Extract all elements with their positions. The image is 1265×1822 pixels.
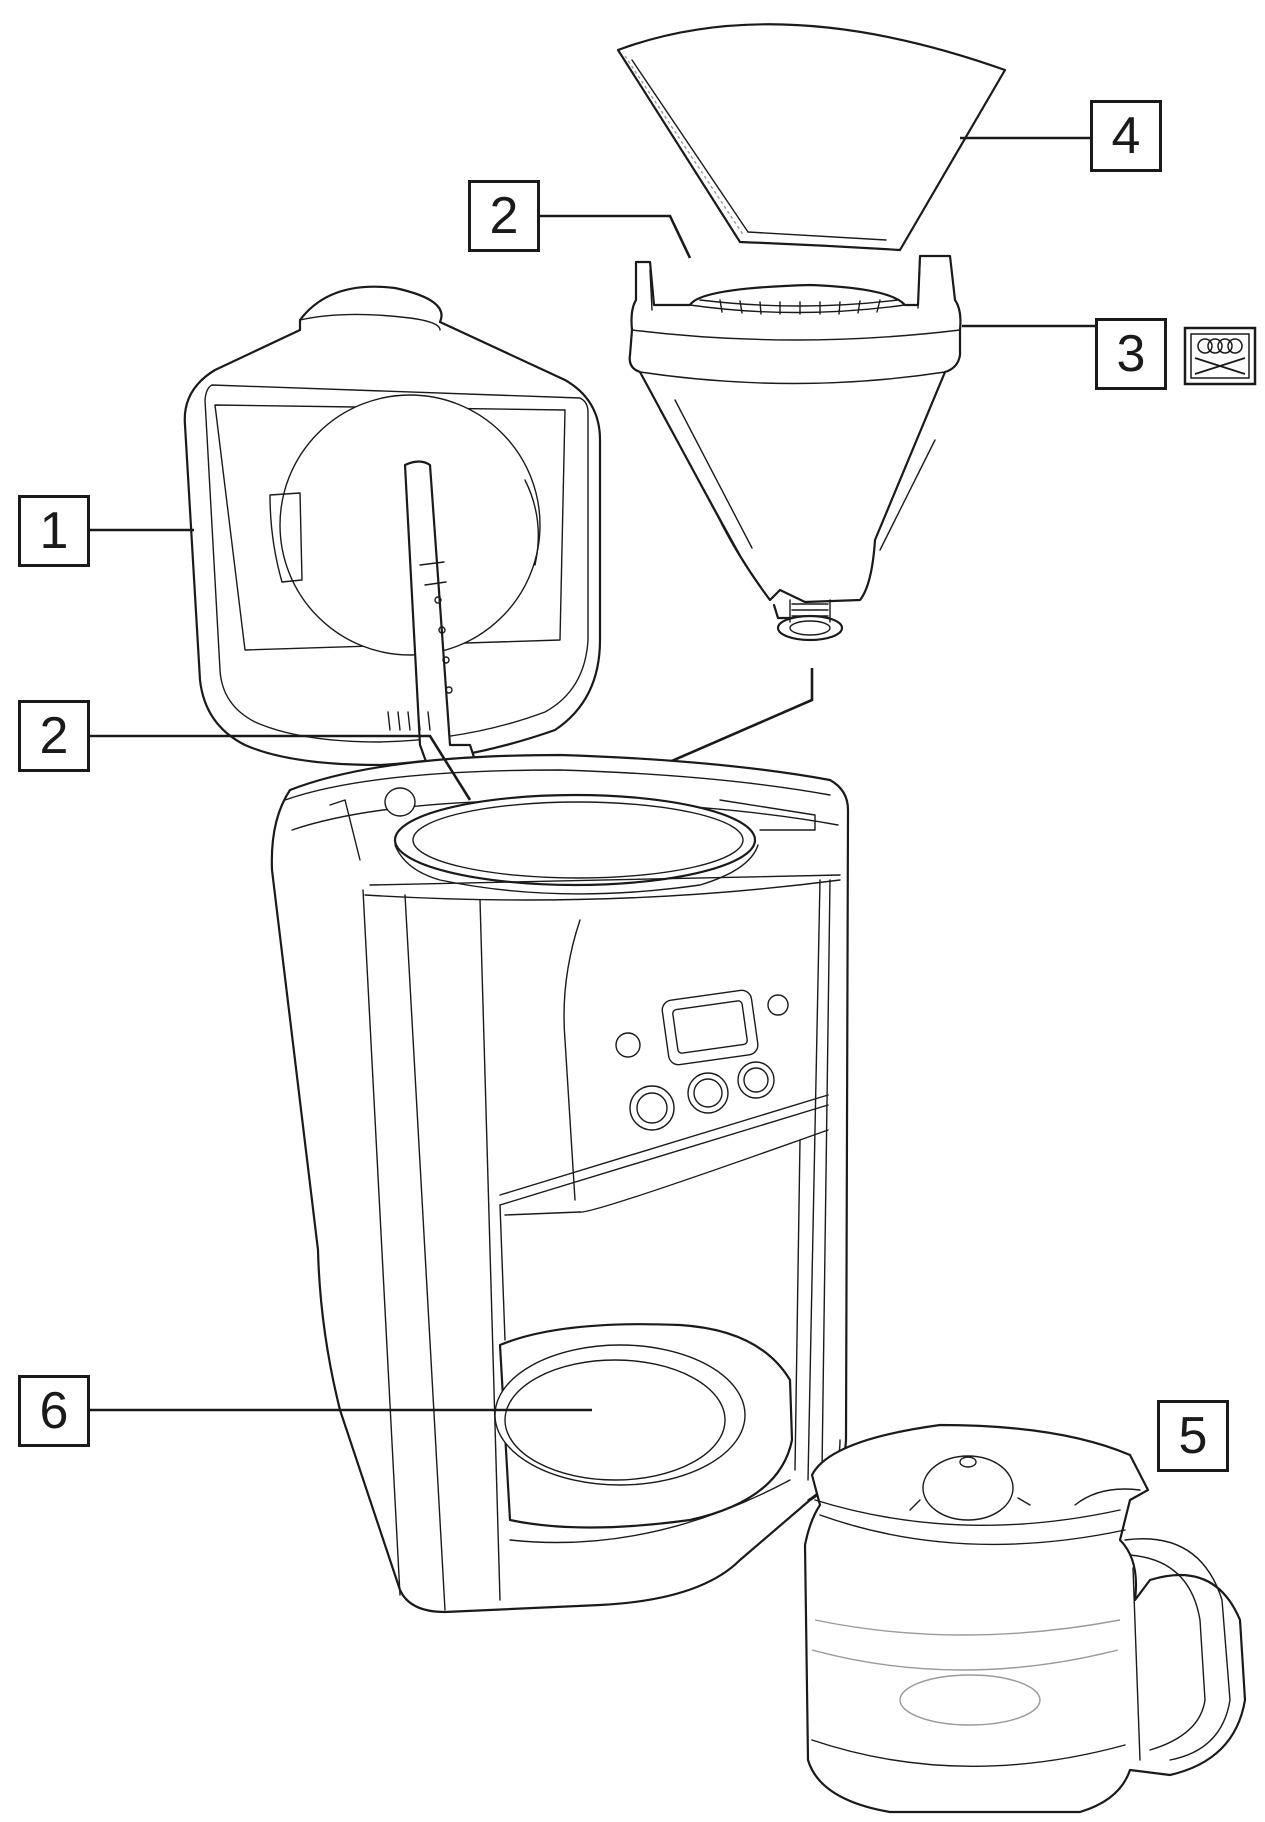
callout-4: 4 (1090, 100, 1162, 172)
callout-4-label: 4 (1111, 107, 1141, 165)
dishwasher-safe-icon (1183, 326, 1257, 386)
callout-5-label: 5 (1178, 1407, 1208, 1465)
filter-basket (628, 254, 962, 642)
callout-1-label: 1 (39, 502, 69, 560)
callout-1: 1 (18, 495, 90, 567)
callout-2-lid-label: 2 (39, 707, 69, 765)
callout-2-lid: 2 (18, 700, 90, 772)
callout-3: 3 (1095, 318, 1167, 390)
callout-5: 5 (1157, 1400, 1229, 1472)
callout-2-basket: 2 (468, 180, 540, 252)
leader-lines (90, 136, 1095, 1412)
carafe (803, 1423, 1247, 1814)
callout-6: 6 (18, 1375, 90, 1447)
callout-6-label: 6 (39, 1382, 69, 1440)
paper-filter (616, 23, 1007, 252)
callout-2-basket-label: 2 (489, 187, 519, 245)
coffee-maker-body (270, 753, 850, 1614)
callout-3-label: 3 (1116, 325, 1146, 383)
lid (183, 285, 602, 819)
